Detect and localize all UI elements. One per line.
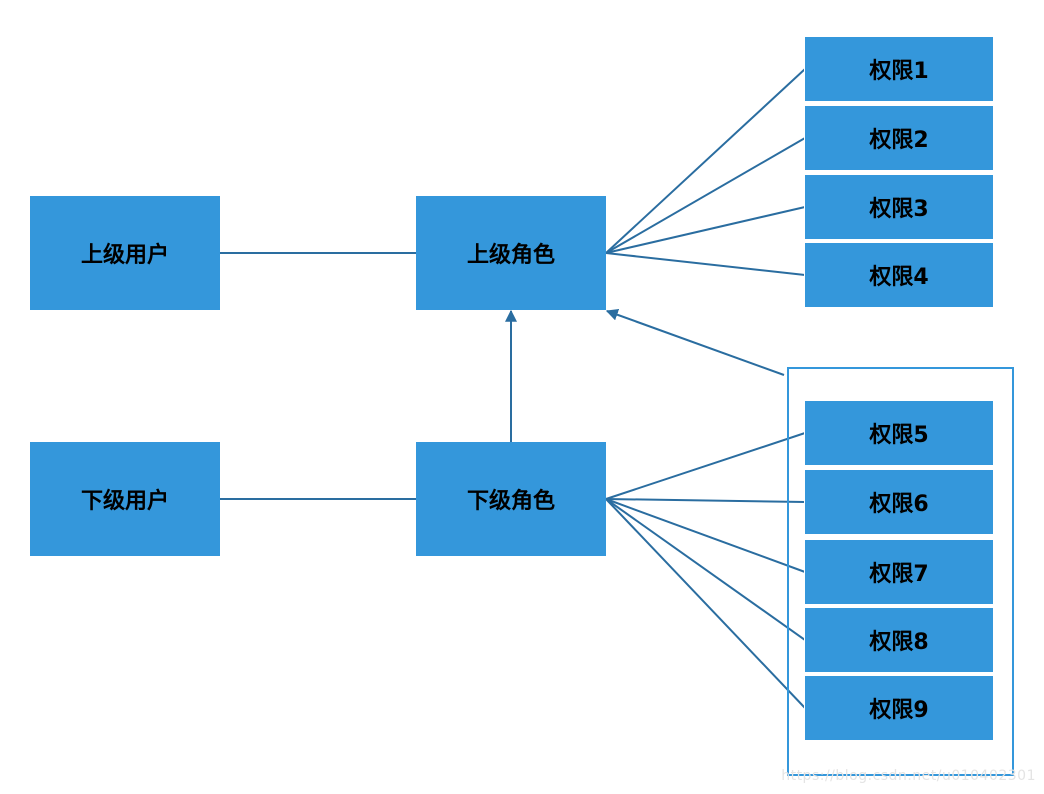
node-permission-3-label: 权限3 (869, 197, 929, 222)
node-permission-2[interactable]: 权限2 (804, 106, 994, 170)
node-permission-6-label: 权限6 (869, 492, 929, 517)
node-permission-8[interactable]: 权限8 (804, 608, 994, 672)
edge-lower-role-perm-7 (605, 498, 806, 573)
node-lower-role[interactable]: 下级角色 (416, 442, 606, 556)
node-permission-1[interactable]: 权限1 (804, 37, 994, 101)
node-permission-4-label: 权限4 (869, 265, 929, 290)
lower-permission-group-frame (787, 367, 1014, 776)
edge-lower-role-perm-6 (605, 498, 806, 503)
node-permission-9[interactable]: 权限9 (804, 676, 994, 740)
node-permission-5-label: 权限5 (869, 423, 929, 448)
node-upper-user-label: 上级用户 (80, 243, 169, 268)
node-upper-role-label: 上级角色 (466, 243, 555, 268)
edge-upper-role-perm-1 (605, 68, 806, 254)
node-permission-1-label: 权限1 (869, 59, 929, 84)
edge-lower-role-perm-9 (605, 498, 806, 709)
edge-upper-role-perm-3 (605, 206, 806, 254)
node-permission-7-label: 权限7 (869, 562, 929, 587)
node-permission-4[interactable]: 权限4 (804, 243, 994, 307)
node-permission-3[interactable]: 权限3 (804, 175, 994, 239)
edge-upper-role-perm-2 (605, 137, 806, 254)
node-lower-user[interactable]: 下级用户 (30, 442, 220, 556)
node-upper-user[interactable]: 上级用户 (30, 196, 220, 310)
edge-lower-role-perm-8 (605, 498, 806, 641)
node-permission-5[interactable]: 权限5 (804, 401, 994, 465)
node-permission-6[interactable]: 权限6 (804, 470, 994, 534)
arrow-perm-group-to-upper-role (605, 309, 785, 376)
node-permission-7[interactable]: 权限7 (804, 540, 994, 604)
node-lower-role-label: 下级角色 (466, 489, 555, 514)
watermark-text: https://blog.csdn.net/u010402301 (781, 768, 1036, 784)
node-permission-8-label: 权限8 (869, 630, 929, 655)
edge-upper-role-perm-4 (605, 252, 806, 276)
node-permission-2-label: 权限2 (869, 128, 929, 153)
edge-lower-role-perm-5 (605, 432, 806, 500)
node-permission-9-label: 权限9 (869, 698, 929, 723)
node-lower-user-label: 下级用户 (80, 489, 169, 514)
node-upper-role[interactable]: 上级角色 (416, 196, 606, 310)
